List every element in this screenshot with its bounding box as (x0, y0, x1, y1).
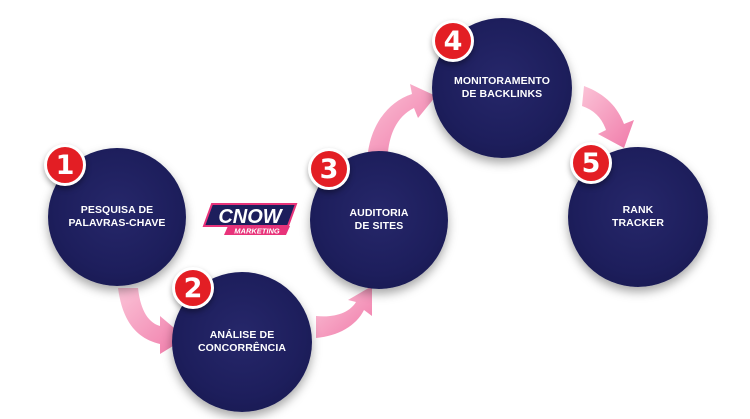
logo-main-text: CNOW (218, 206, 283, 228)
step-1-badge: 1 (44, 144, 86, 186)
step-4-label: MONITORAMENTO DE BACKLINKS (454, 75, 550, 100)
cnow-marketing-logo: CNOW MARKETING (202, 198, 300, 240)
step-1-label: PESQUISA DE PALAVRAS-CHAVE (68, 204, 166, 229)
step-3-badge: 3 (308, 148, 350, 190)
step-3-circle: AUDITORIA DE SITES (310, 151, 448, 289)
step-5-badge: 5 (570, 142, 612, 184)
step-5-label: RANK TRACKER (611, 204, 665, 229)
step-5-circle: RANK TRACKER (568, 147, 708, 287)
arrow-3-to-4 (368, 84, 436, 152)
arrow-2-to-3 (316, 286, 372, 338)
step-4-badge: 4 (432, 20, 474, 62)
step-2-label: ANÁLISE DE CONCORRÊNCIA (197, 329, 287, 354)
step-3-label: AUDITORIA DE SITES (349, 207, 409, 232)
logo-sub-text: MARKETING (234, 227, 280, 236)
arrow-1-to-2 (118, 288, 186, 354)
step-2-badge: 2 (172, 267, 214, 309)
arrow-4-to-5 (582, 86, 634, 148)
